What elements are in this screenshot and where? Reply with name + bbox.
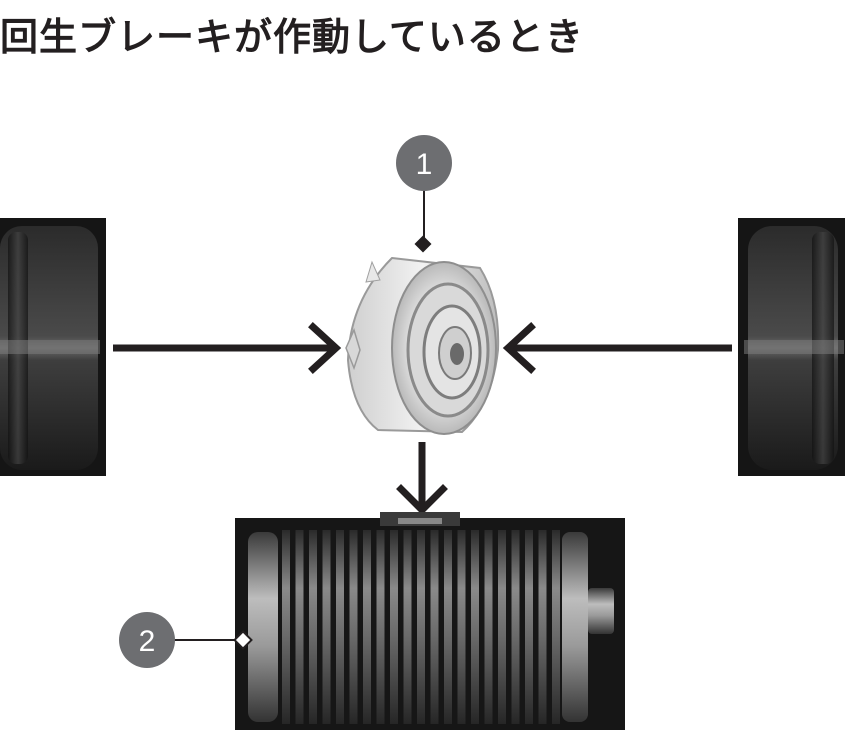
- battery-fin: [552, 530, 560, 724]
- callout-1: 1: [396, 135, 452, 253]
- battery-fin: [471, 530, 479, 724]
- battery-fin: [417, 530, 425, 724]
- battery-fin: [444, 530, 452, 724]
- callout-2: 2: [119, 612, 253, 668]
- battery-fin: [498, 530, 506, 724]
- arrow-right-to-motor: [502, 322, 732, 374]
- left-wheel-icon: [0, 218, 106, 476]
- battery-fin: [309, 530, 317, 724]
- battery-fin: [511, 530, 520, 724]
- battery-fin: [322, 530, 331, 724]
- battery-fin: [336, 530, 344, 724]
- arrow-motor-to-battery: [396, 442, 448, 515]
- battery-fin: [349, 530, 358, 724]
- battery-fin: [457, 530, 466, 724]
- battery-fin: [376, 530, 385, 724]
- battery-fin: [430, 530, 439, 724]
- right-wheel-icon: [738, 218, 845, 476]
- battery-fin: [282, 530, 290, 724]
- motor-generator-icon: [345, 256, 500, 435]
- arrow-left-to-motor: [113, 322, 342, 374]
- battery-fin: [363, 530, 371, 724]
- battery-fin: [295, 530, 304, 724]
- battery-fin: [390, 530, 398, 724]
- callout-1-number: 1: [416, 148, 433, 181]
- battery-icon: [235, 512, 625, 730]
- battery-fin: [538, 530, 547, 724]
- callout-2-number: 2: [139, 625, 156, 658]
- battery-fin: [484, 530, 493, 724]
- battery-fin: [525, 530, 533, 724]
- page-title: 回生ブレーキが作動しているとき: [0, 15, 584, 59]
- battery-fin: [403, 530, 412, 724]
